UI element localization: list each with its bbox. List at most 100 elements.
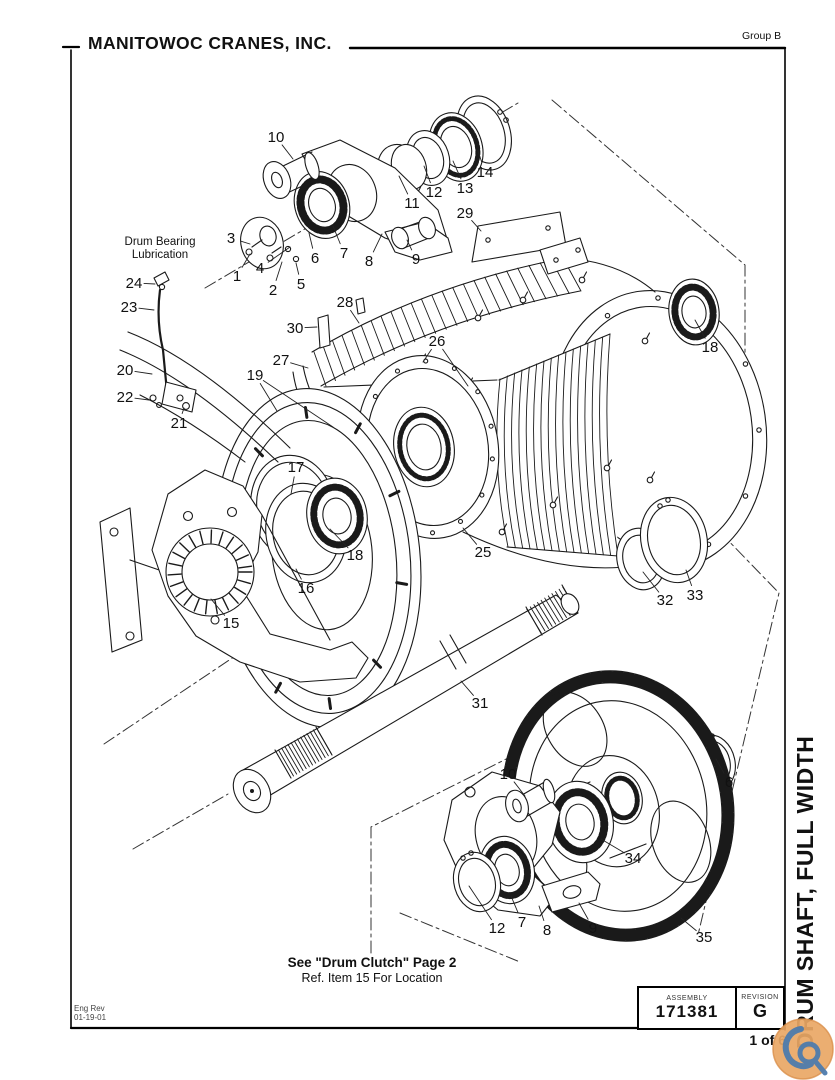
callout-9: 9	[412, 251, 420, 268]
callout-14: 14	[477, 164, 494, 181]
callout-leader	[372, 233, 383, 253]
callout-leader	[329, 528, 349, 549]
callout-28: 28	[337, 294, 354, 311]
assembly-cell: ASSEMBLY 171381	[639, 988, 737, 1028]
title-block: ASSEMBLY 171381 REVISION G	[637, 986, 785, 1030]
callout-leader	[642, 571, 660, 593]
callout-18: 18	[347, 547, 364, 564]
page-frame	[61, 45, 787, 1031]
callout-9: 9	[589, 920, 597, 937]
ref-item-note: Ref. Item 15 For Location	[301, 971, 443, 985]
callout-leader	[332, 225, 341, 245]
callout-leader	[462, 527, 478, 545]
callout-15: 15	[223, 615, 240, 632]
gear-group	[501, 670, 736, 942]
callout-19: 19	[247, 367, 264, 384]
callout-27: 27	[273, 352, 290, 369]
callout-10: 10	[268, 129, 285, 146]
callout-leader	[715, 758, 725, 774]
eng-rev-stamp: Eng Rev 01-19-01	[74, 1004, 106, 1022]
callout-leader	[262, 380, 334, 428]
lube-annotation-line1: Drum Bearing	[124, 236, 196, 248]
callout-leader	[240, 240, 251, 245]
callout-leader	[398, 175, 409, 195]
watermark-logo	[771, 1017, 835, 1080]
drum-rope-grooves	[496, 333, 619, 557]
callout-12: 12	[426, 184, 443, 201]
company-title: MANITOWOC CRANES, INC.	[88, 33, 332, 53]
callout-6: 6	[725, 774, 733, 791]
lower-bearing-housing-assembly	[443, 771, 601, 917]
callout-6: 6	[311, 250, 319, 267]
callout-leader	[295, 262, 300, 275]
callout-12: 12	[489, 920, 506, 937]
callout-30: 30	[287, 320, 304, 337]
callout-leader	[600, 838, 625, 854]
shaft-end-rings	[616, 496, 709, 591]
callout-34: 34	[625, 850, 642, 867]
callout-leader	[442, 348, 469, 387]
callout-leader	[275, 261, 283, 281]
revision-cell: REVISION G	[737, 988, 783, 1028]
see-drum-clutch-note: See "Drum Clutch" Page 2	[287, 955, 457, 970]
callout-leader	[510, 895, 519, 914]
crane-network-icon	[772, 1018, 834, 1080]
callout-21: 21	[171, 415, 188, 432]
callout-leader	[259, 383, 278, 412]
callout-leader	[422, 348, 432, 363]
eng-rev-label: Eng Rev	[74, 1004, 105, 1013]
callout-leader	[680, 917, 697, 932]
callout-leader	[134, 371, 153, 375]
callout-leader	[304, 326, 318, 328]
callout-leader	[423, 165, 431, 184]
callout-leader	[241, 253, 251, 268]
callout-22: 22	[117, 389, 134, 406]
callout-leader	[477, 150, 483, 163]
callout-leader	[134, 397, 150, 401]
cross-reference-note: See "Drum Clutch" Page 2 Ref. Item 15 Fo…	[250, 955, 494, 985]
callout-leader	[694, 319, 706, 339]
callout-leader	[290, 362, 309, 369]
callout-26: 26	[429, 333, 446, 350]
callout-leader	[308, 232, 314, 249]
callout-leader	[281, 144, 294, 160]
callout-leader	[406, 239, 413, 251]
drum-shaft	[232, 584, 580, 814]
callout-leader	[290, 476, 295, 495]
callout-16: 16	[298, 580, 315, 597]
callout-leader	[460, 680, 474, 696]
assembly-label: ASSEMBLY	[666, 994, 708, 1002]
callout-10: 10	[500, 766, 517, 783]
callout-4: 4	[256, 260, 264, 277]
callout-13: 13	[457, 180, 474, 197]
callout-leader	[138, 307, 155, 311]
callout-23: 23	[121, 299, 138, 316]
callout-leader	[210, 598, 226, 616]
callout-29: 29	[457, 205, 474, 222]
callout-33: 33	[687, 587, 704, 604]
callout-leader	[538, 905, 545, 921]
callout-8: 8	[543, 922, 551, 939]
callout-18: 18	[702, 339, 719, 356]
drawing-title-vertical: DRUM SHAFT, FULL WIDTH	[792, 735, 818, 1049]
callout-7: 7	[518, 914, 526, 931]
callout-leader	[143, 283, 156, 285]
callout-3: 3	[227, 230, 235, 247]
callout-24: 24	[126, 275, 143, 292]
pawl-lever-assembly	[99, 469, 369, 683]
callout-2: 2	[269, 282, 277, 299]
callout-leader	[513, 781, 526, 797]
callout-35: 35	[696, 929, 713, 946]
callout-leader	[471, 220, 482, 232]
callout-leader	[267, 246, 291, 263]
callout-17: 17	[288, 459, 305, 476]
callout-20: 20	[117, 362, 134, 379]
lube-annotation-line2: Lubrication	[131, 249, 189, 262]
upper-bearing-housing-assembly	[240, 95, 512, 270]
assembly-number: 171381	[655, 1001, 719, 1021]
eng-rev-date: 01-19-01	[74, 1013, 107, 1023]
callout-11: 11	[404, 195, 420, 212]
